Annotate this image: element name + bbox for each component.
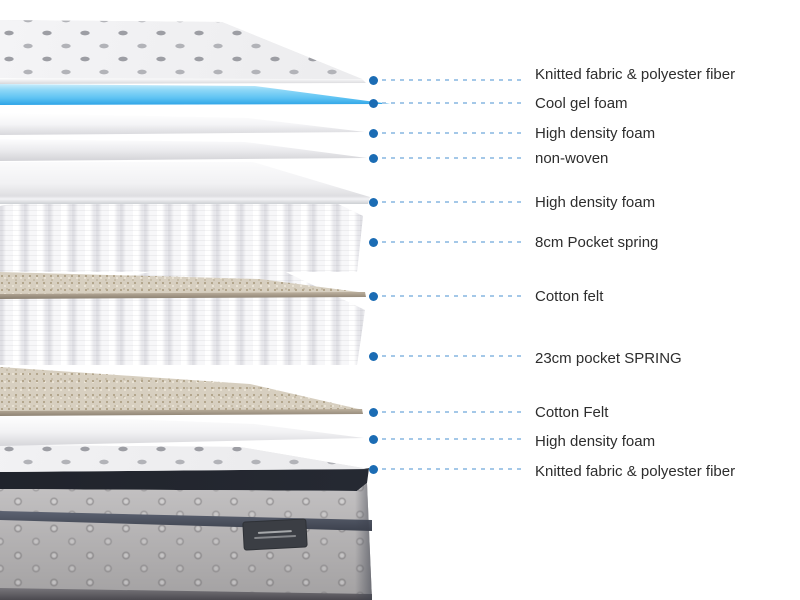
callout-row: Knitted fabric & polyester fiber	[369, 65, 794, 90]
callout-dot-icon	[369, 128, 378, 138]
callout-dash-line	[382, 411, 526, 413]
callout-dash-line	[382, 79, 526, 81]
callout-row: Knitted fabric & polyester fiber	[369, 459, 794, 479]
callout-row: High density foam	[369, 429, 794, 449]
callout-dot-icon	[369, 291, 378, 301]
callout-dot-icon	[369, 464, 378, 474]
callout-row: 23cm pocket SPRING	[369, 346, 794, 366]
layer-label: Knitted fabric & polyester fiber	[535, 462, 736, 480]
callout-dash-line	[382, 241, 526, 243]
callout-dash-line	[382, 355, 526, 357]
callout-row: Cotton felt	[369, 286, 794, 306]
layer-label: Cotton felt	[535, 287, 604, 305]
callout-dash-line	[382, 132, 526, 134]
callout-dash-line	[382, 157, 526, 159]
layer-label: High density foam	[535, 432, 656, 450]
layer-label: High density foam	[535, 124, 656, 142]
brand-label-mark	[254, 534, 297, 540]
callout-dot-icon	[369, 197, 378, 207]
callout-dot-icon	[369, 407, 378, 417]
callout-dot-icon	[369, 351, 378, 361]
callout-row: Cotton Felt	[369, 402, 794, 422]
layer-label: Cool gel foam	[535, 94, 628, 112]
layer-label: Knitted fabric & polyester fiber	[535, 65, 736, 83]
callout-dot-icon	[369, 237, 378, 247]
callout-dot-icon	[369, 75, 378, 85]
brand-label-mark	[257, 530, 292, 534]
callout-dash-line	[382, 468, 526, 470]
callout-dot-icon	[369, 98, 378, 108]
callout-dash-line	[382, 295, 526, 297]
layer-label: non-woven	[535, 149, 609, 167]
callout-dot-icon	[369, 434, 378, 444]
callout-row: High density foam	[369, 123, 794, 143]
callout-dot-icon	[369, 153, 378, 163]
layer-label: 23cm pocket SPRING	[535, 349, 682, 367]
callout-row: High density foam	[369, 192, 794, 212]
layer-label: 8cm Pocket spring	[535, 233, 659, 251]
callout-row: 8cm Pocket spring	[369, 232, 794, 252]
brand-label-tag	[242, 518, 308, 551]
callout-dash-line	[382, 438, 526, 440]
layer-label: High density foam	[535, 193, 656, 211]
callout-row: non-woven	[369, 148, 794, 168]
callout-dash-line	[382, 102, 526, 104]
layer-label: Cotton Felt	[535, 403, 609, 421]
callout-row: Cool gel foam	[369, 93, 794, 113]
callout-dash-line	[382, 201, 526, 203]
